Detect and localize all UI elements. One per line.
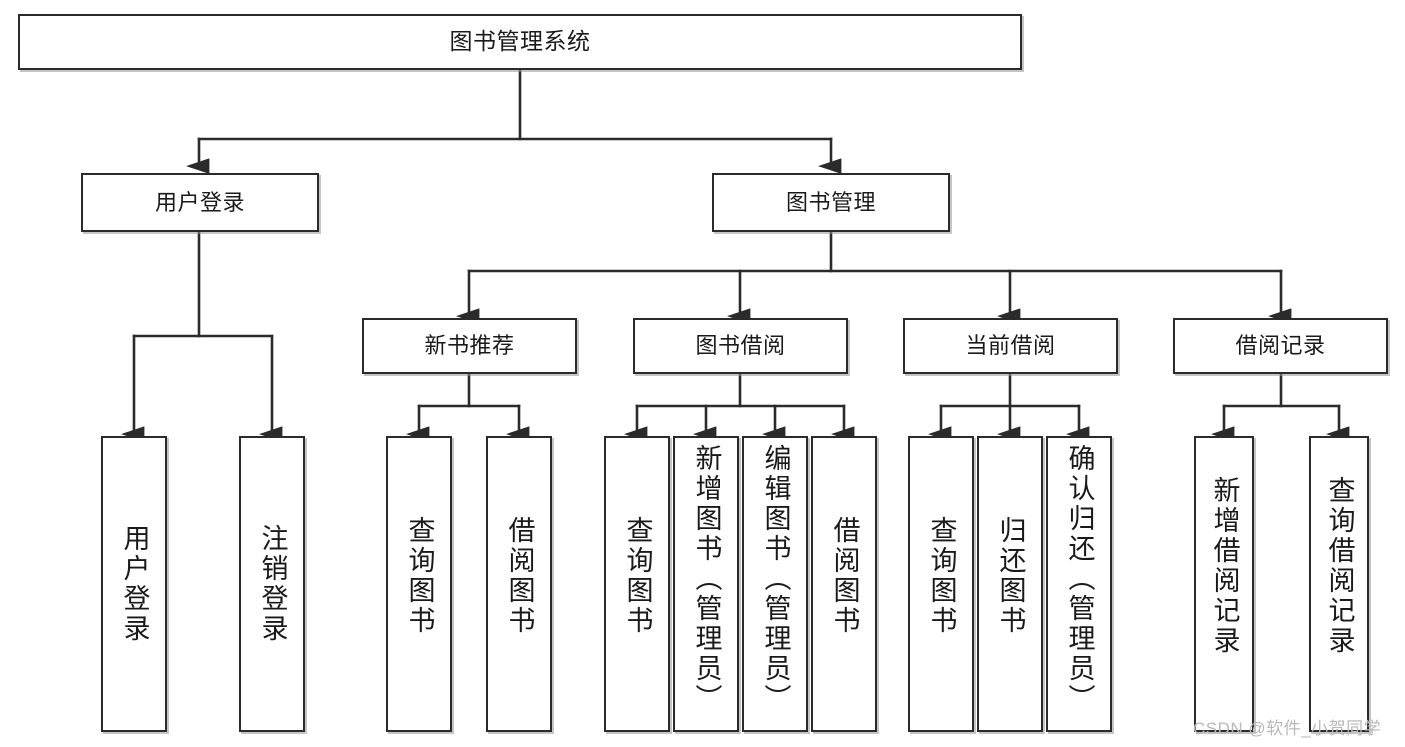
node-leaf-add-book-label: 新增图书（管理员）	[691, 444, 722, 714]
node-new-book-recommend[interactable]: 新书推荐	[362, 318, 577, 374]
node-borrow-record-label: 借阅记录	[1235, 333, 1326, 359]
node-book-manage[interactable]: 图书管理	[712, 173, 950, 232]
node-leaf-confirm-return-label: 确认归还（管理员）	[1064, 444, 1095, 714]
node-leaf-borrow-book-1-label: 借阅图书	[504, 516, 535, 636]
node-current-borrow-label: 当前借阅	[965, 333, 1056, 359]
node-root[interactable]: 图书管理系统	[18, 14, 1022, 70]
node-leaf-edit-book-label: 编辑图书（管理员）	[760, 444, 791, 714]
node-leaf-borrow-book-2-label: 借阅图书	[829, 516, 860, 636]
node-leaf-query-book-3-label: 查询图书	[926, 516, 957, 636]
node-leaf-confirm-return[interactable]: 确认归还（管理员）	[1046, 436, 1112, 732]
node-borrow-record[interactable]: 借阅记录	[1173, 318, 1388, 374]
node-book-borrow-label: 图书借阅	[695, 333, 786, 359]
node-leaf-return-book[interactable]: 归还图书	[977, 436, 1043, 732]
node-current-borrow[interactable]: 当前借阅	[903, 318, 1118, 374]
node-leaf-return-book-label: 归还图书	[995, 516, 1026, 636]
node-leaf-borrow-book-1[interactable]: 借阅图书	[486, 436, 552, 732]
node-leaf-query-book-1-label: 查询图书	[404, 516, 435, 636]
node-leaf-query-book-2[interactable]: 查询图书	[604, 436, 670, 732]
node-leaf-add-book[interactable]: 新增图书（管理员）	[673, 436, 739, 732]
node-leaf-query-book-1[interactable]: 查询图书	[386, 436, 452, 732]
node-leaf-user-login[interactable]: 用户登录	[101, 436, 167, 732]
node-leaf-query-record[interactable]: 查询借阅记录	[1309, 436, 1369, 732]
node-leaf-add-record[interactable]: 新增借阅记录	[1194, 436, 1254, 732]
node-user-login[interactable]: 用户登录	[81, 173, 319, 232]
node-leaf-edit-book[interactable]: 编辑图书（管理员）	[742, 436, 808, 732]
node-user-login-label: 用户登录	[154, 189, 245, 215]
node-new-book-recommend-label: 新书推荐	[424, 333, 515, 359]
node-leaf-logout[interactable]: 注销登录	[239, 436, 305, 732]
node-book-manage-label: 图书管理	[785, 189, 876, 215]
node-root-label: 图书管理系统	[449, 28, 591, 55]
node-leaf-query-record-label: 查询借阅记录	[1324, 476, 1355, 656]
node-leaf-query-book-2-label: 查询图书	[622, 516, 653, 636]
node-leaf-borrow-book-2[interactable]: 借阅图书	[811, 436, 877, 732]
node-book-borrow[interactable]: 图书借阅	[633, 318, 848, 374]
node-leaf-user-login-label: 用户登录	[119, 524, 150, 644]
node-leaf-add-record-label: 新增借阅记录	[1209, 476, 1240, 656]
node-leaf-logout-label: 注销登录	[257, 524, 288, 644]
node-leaf-query-book-3[interactable]: 查询图书	[908, 436, 974, 732]
